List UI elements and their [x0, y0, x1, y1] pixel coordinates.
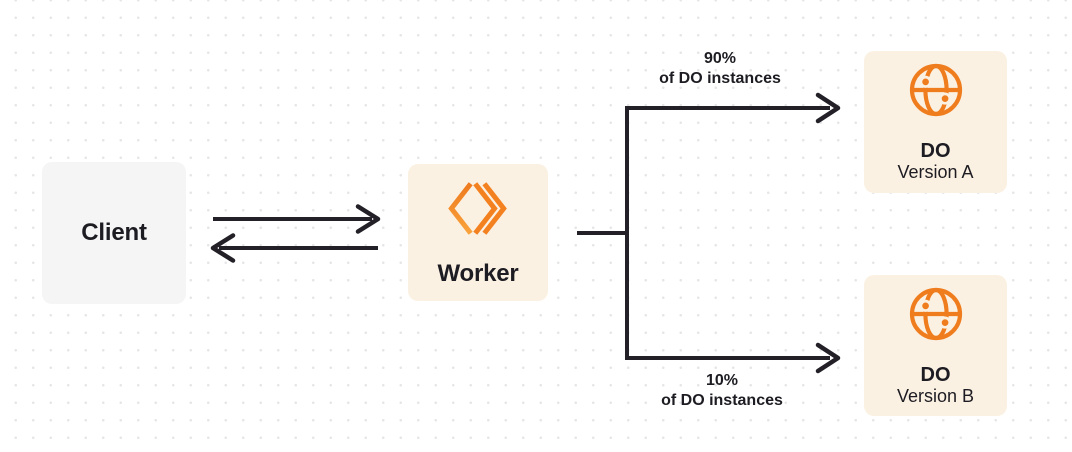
worker-to-client-arrow: [210, 233, 378, 263]
durable-object-globe-icon: [909, 63, 962, 117]
client-to-worker-arrow: [213, 204, 381, 234]
worker-node: Worker: [408, 164, 548, 301]
do-version-a-node: DO Version A: [864, 51, 1007, 193]
worker-branch-connector: [577, 106, 830, 360]
do-version-b-title: DO: [920, 364, 951, 386]
bottom-branch-label: 10% of DO instances: [617, 371, 827, 411]
do-version-a-subtitle: Version A: [897, 162, 974, 182]
top-branch-label-percent: 90%: [703, 50, 737, 67]
durable-object-globe-icon: [909, 287, 962, 341]
bottom-branch-label-percent: 10%: [705, 372, 739, 389]
worker-node-label: Worker: [437, 260, 519, 287]
client-node-label: Client: [81, 219, 147, 246]
cloudflare-workers-logo-icon: [448, 182, 507, 235]
top-branch-arrowhead: [815, 92, 841, 124]
top-branch-label: 90% of DO instances: [615, 49, 825, 89]
bottom-branch-label-caption: of DO instances: [661, 392, 783, 409]
do-version-b-node: DO Version B: [864, 275, 1007, 416]
client-node: Client: [42, 162, 186, 304]
do-version-a-title: DO: [920, 140, 951, 162]
bottom-branch-arrowhead: [815, 342, 841, 374]
top-branch-label-caption: of DO instances: [659, 70, 781, 87]
do-version-b-subtitle: Version B: [896, 386, 975, 406]
